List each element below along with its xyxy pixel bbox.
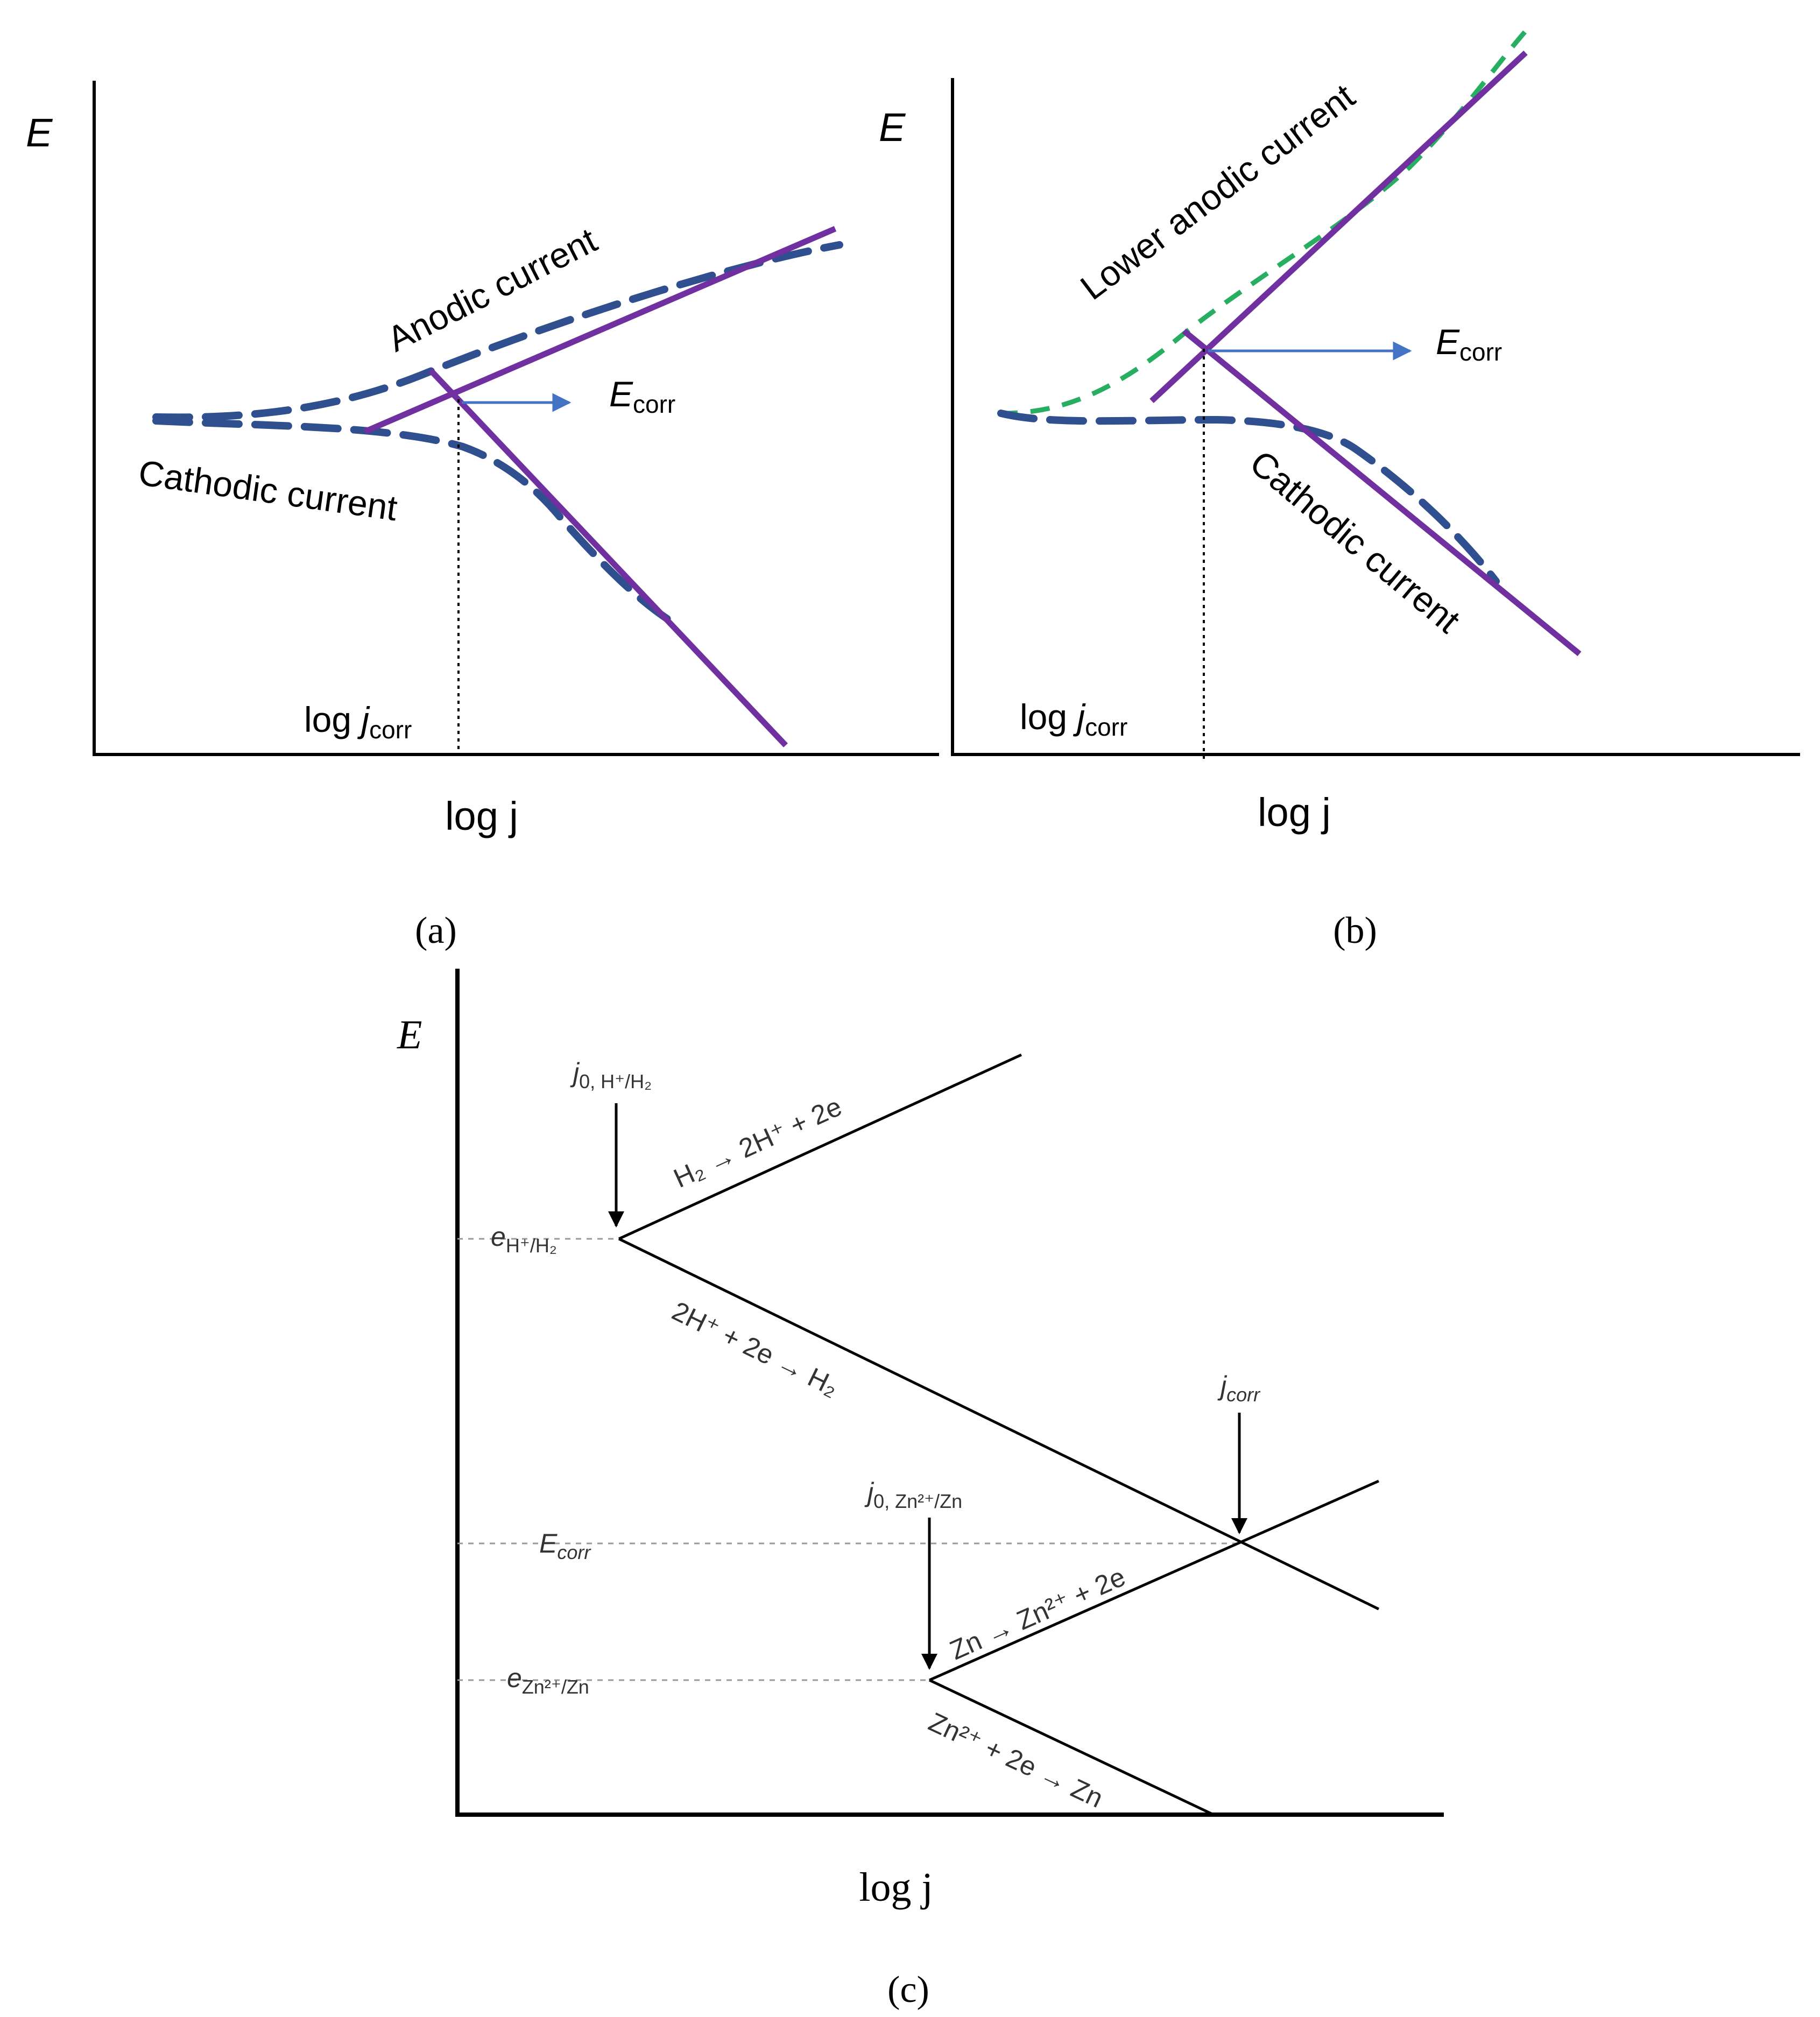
panel-a-cathodic-dashed-curve (152, 417, 671, 623)
panel-c-h-reduction-label: 2H⁺ + 2e → H₂ (667, 1296, 843, 1402)
panel-c: E log j j0, H⁺/H₂ eH⁺/H₂ H₂ → 2H⁺ + 2e 2… (397, 969, 1444, 2011)
panel-a: E log j Anodic current Cathodic current … (26, 81, 939, 951)
panel-c-h2-oxidation-label: H₂ → 2H⁺ + 2e (669, 1091, 846, 1194)
panel-a-caption: (a) (415, 910, 457, 951)
panel-b-ecorr-label: Ecorr (1436, 322, 1502, 366)
panel-c-j0-h-label: j0, H⁺/H₂ (570, 1057, 652, 1092)
panel-b-jcorr-label: log jcorr (1020, 697, 1127, 741)
panel-c-h2-oxidation-line (618, 1053, 1022, 1240)
panel-b-caption: (b) (1333, 910, 1377, 951)
panel-a-cathodic-label: Cathodic current (136, 453, 400, 528)
panel-b-anodic-tafel-line (1149, 50, 1528, 404)
panel-b: E log j Lower anodic current Cathodic cu… (879, 26, 1800, 951)
panel-b-cathodic-dashed-curve (997, 410, 1500, 585)
panel-c-x-axis-label: log j (859, 1865, 933, 1910)
panel-b-lower-anodic-label: Lower anodic current (1073, 76, 1362, 307)
panel-b-axes (951, 78, 1800, 756)
panel-c-ecorr-label: Ecorr (539, 1528, 591, 1563)
panel-a-cathodic-tafel-line (428, 368, 788, 747)
panel-c-j0-zn-label: j0, Zn²⁺/Zn (864, 1477, 962, 1512)
panel-c-zn-reduction-label: Zn²⁺ + 2e → Zn (924, 1706, 1107, 1814)
panel-c-jcorr-label: jcorr (1217, 1371, 1261, 1406)
panel-b-x-axis-label: log j (1258, 790, 1331, 835)
panel-b-y-axis-label: E (879, 105, 906, 150)
panel-a-jcorr-label: log jcorr (304, 700, 412, 744)
panel-c-zn-oxidation-label: Zn → Zn²⁺ + 2e (946, 1561, 1130, 1666)
panel-c-zn-reduction-line (928, 1679, 1215, 1816)
panel-c-axes (455, 969, 1444, 1817)
panel-c-h-reduction-line (618, 1237, 1380, 1611)
panel-b-lower-anodic-dashed-curve (998, 26, 1530, 416)
panel-a-anodic-tafel-line (363, 225, 837, 435)
panel-c-zn-oxidation-line (928, 1479, 1380, 1682)
panel-a-anodic-dashed-curve (152, 241, 843, 421)
panel-c-caption: (c) (887, 1969, 929, 2011)
panel-a-x-axis-label: log j (445, 794, 518, 838)
panel-c-e-zn-label: eZn²⁺/Zn (507, 1663, 589, 1698)
panel-a-ecorr-label: Ecorr (609, 374, 675, 418)
panel-c-y-axis-label: E (397, 1012, 422, 1057)
panel-b-cathodic-tafel-line (1182, 328, 1582, 657)
panel-c-e-h-label: eH⁺/H₂ (491, 1222, 557, 1257)
panel-a-anodic-label: Anodic current (381, 220, 603, 359)
panel-a-axes (93, 81, 939, 756)
panel-a-y-axis-label: E (26, 110, 53, 155)
